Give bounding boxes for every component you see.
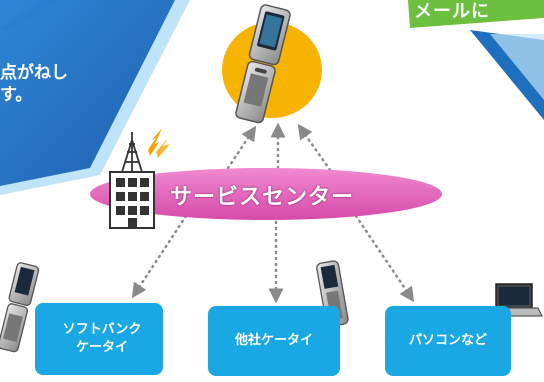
connection-arrows bbox=[131, 122, 415, 304]
left-banner-line-2: す。 bbox=[0, 85, 33, 105]
softbank-phone-icon bbox=[0, 262, 40, 353]
left-banner-line-1: 点がねし bbox=[0, 63, 68, 83]
pc-box: パソコンなど bbox=[385, 306, 511, 376]
left-banner-text: 点がねし す。 bbox=[0, 62, 120, 106]
right-banner-text: メールに bbox=[414, 1, 490, 22]
softbank-phone-box: ソフトバンク ケータイ bbox=[35, 303, 163, 375]
pc-label: パソコンなど bbox=[408, 333, 487, 348]
other-carrier-label: 他社ケータイ bbox=[234, 333, 313, 348]
service-center-label: サービスセンター bbox=[170, 185, 355, 210]
signal-bolt-icon bbox=[148, 128, 162, 156]
softbank-label-line-1: ソフトバンク bbox=[62, 322, 142, 337]
softbank-label-line-2: ケータイ bbox=[75, 340, 128, 355]
right-corner-decoration bbox=[408, 0, 544, 120]
left-blue-panel bbox=[0, 0, 190, 195]
other-carrier-phone-box: 他社ケータイ bbox=[208, 306, 340, 376]
laptop-icon bbox=[485, 283, 543, 317]
service-center-ellipse bbox=[90, 168, 442, 220]
building-icon bbox=[109, 128, 170, 229]
top-mobile-phone-icon bbox=[235, 4, 291, 124]
